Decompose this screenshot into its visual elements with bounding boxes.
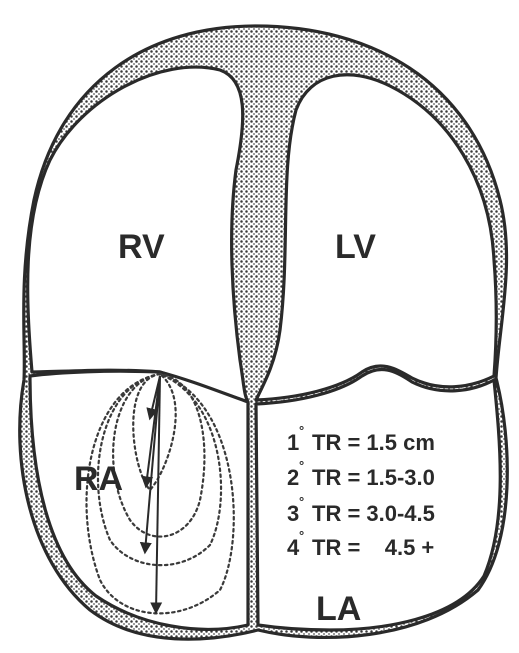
grade-text: TR = 1.5-3.0 <box>312 465 435 490</box>
grade-number: 3 <box>287 501 299 526</box>
grade-mark: ° <box>299 458 304 473</box>
grade-number: 2 <box>287 465 299 490</box>
label-rv: RV <box>118 228 165 266</box>
grade-text: TR = 3.0-4.5 <box>312 501 435 526</box>
grade-text: TR = 4.5 + <box>312 535 434 560</box>
grade-mark: ° <box>299 528 304 543</box>
grade-text: TR = 1.5 cm <box>312 430 435 455</box>
left-atrium <box>256 369 500 630</box>
grade-mark: ° <box>299 423 304 438</box>
label-lv: LV <box>335 228 376 266</box>
grade-number: 1 <box>287 430 299 455</box>
right-atrium <box>30 371 248 629</box>
label-ra: RA <box>74 460 123 498</box>
label-la: LA <box>316 590 361 628</box>
grade-mark: ° <box>299 494 304 509</box>
